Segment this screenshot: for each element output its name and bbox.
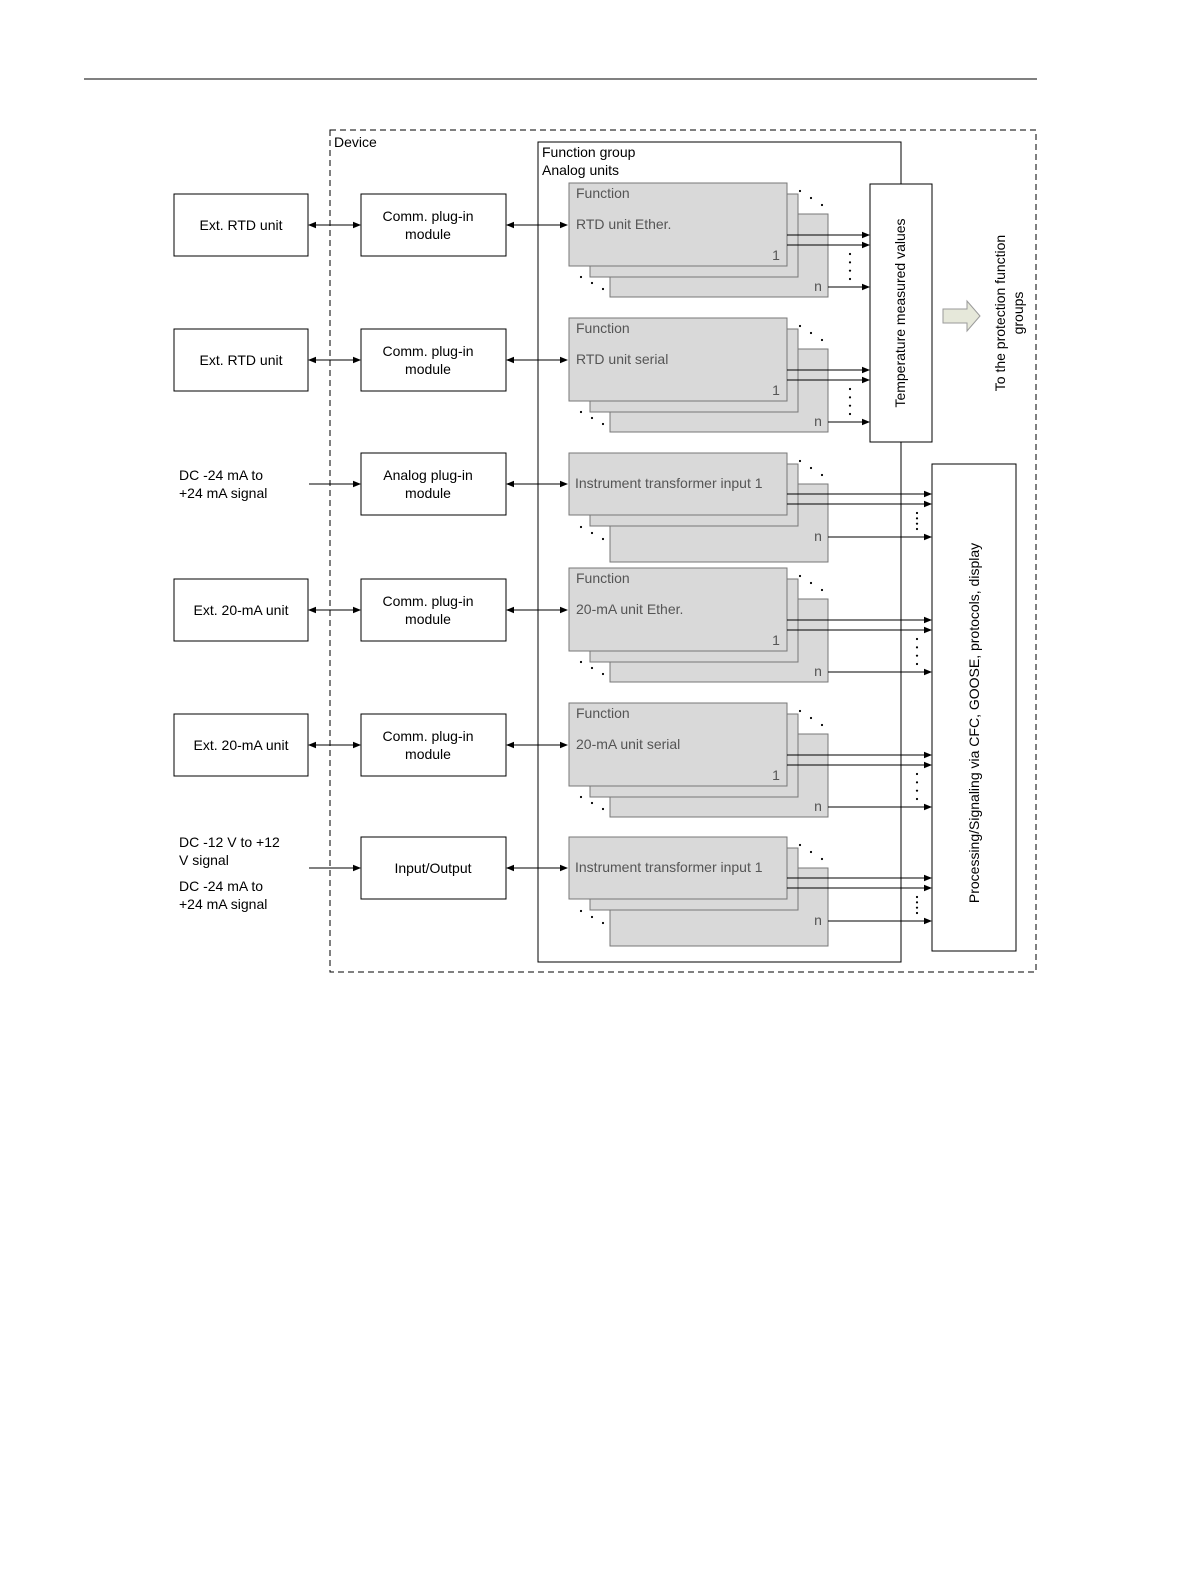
stack-dots-top [798, 459, 824, 477]
function-index-last: n [814, 413, 822, 429]
module-label: Input/Output [394, 860, 471, 876]
function-index-last: n [814, 912, 822, 928]
function-name: RTD unit serial [576, 351, 668, 367]
external-unit-box [173, 578, 309, 642]
function-header: Function [576, 320, 630, 336]
protection-arrow-icon [942, 299, 981, 333]
stack-dots-bottom [579, 275, 605, 291]
function-card-1 [568, 567, 788, 652]
function-index-last: n [814, 528, 822, 544]
module-label: module [405, 361, 451, 377]
function-name: Instrument transformer input 1 [575, 475, 763, 491]
temperature-values-box: Temperature measured values [869, 183, 933, 443]
output-dots [848, 252, 852, 281]
row-5: Ext. 20-mA unit Comm. plug-in module Functi… [173, 702, 932, 818]
signal-label: DC -24 mA to [179, 467, 263, 483]
module-label: module [405, 746, 451, 762]
row-3: DC -24 mA to +24 mA signal Analog plug-in m… [179, 452, 932, 563]
external-unit-label: Ext. RTD unit [200, 217, 283, 233]
module-label: Comm. plug-in [382, 208, 473, 224]
processing-label: Processing/Signaling via CFC, GOOSE, pro… [966, 543, 982, 903]
signal-label: +24 mA signal [179, 896, 267, 912]
processing-box: Processing/Signaling via CFC, GOOSE, pro… [931, 463, 1017, 952]
module-label: Analog plug-in [383, 467, 473, 483]
protection-label-line2: groups [1010, 292, 1026, 335]
function-card-1 [568, 182, 788, 267]
function-card-1 [568, 702, 788, 787]
external-unit-label: Ext. 20-mA unit [194, 737, 289, 753]
signal-label: DC -12 V to +12 [179, 834, 280, 850]
signal-label: DC -24 mA to [179, 878, 263, 894]
function-card-1 [568, 836, 788, 900]
function-index-first: 1 [772, 247, 780, 263]
function-index-first: 1 [772, 382, 780, 398]
function-group-subtitle: Analog units [542, 162, 619, 178]
module-label: Comm. plug-in [382, 728, 473, 744]
function-card-1 [568, 317, 788, 402]
stack-dots-top [798, 189, 824, 207]
row-4: Ext. 20-mA unit Comm. plug-in module Functi… [173, 567, 932, 683]
function-header: Function [576, 185, 630, 201]
output-dots [848, 387, 852, 416]
function-index-last: n [814, 278, 822, 294]
external-unit-box [173, 193, 309, 257]
output-dots [915, 637, 919, 666]
module-box [360, 713, 507, 777]
function-index-last: n [814, 798, 822, 814]
module-label: module [405, 226, 451, 242]
device-boundary [329, 129, 1037, 973]
row-1: Ext. RTD unit Comm. plug-in module Function… [173, 182, 870, 298]
temperature-values-label: Temperature measured values [892, 218, 908, 407]
module-label: Comm. plug-in [382, 343, 473, 359]
stack-dots-top [798, 709, 824, 727]
stack-dots-bottom [579, 525, 605, 541]
stack-dots-bottom [579, 909, 605, 925]
function-group-title: Function group [542, 144, 636, 160]
module-label: module [405, 611, 451, 627]
function-name: 20-mA unit Ether. [576, 601, 683, 617]
function-index-first: 1 [772, 632, 780, 648]
external-unit-label: Ext. RTD unit [200, 352, 283, 368]
output-dots [915, 772, 919, 801]
module-box [360, 578, 507, 642]
output-dots [915, 511, 919, 531]
module-box [360, 836, 507, 900]
module-box [360, 452, 507, 516]
stack-dots-top [798, 843, 824, 861]
function-group-box [537, 141, 902, 963]
module-label: module [405, 485, 451, 501]
stack-dots-top [798, 324, 824, 342]
module-box [360, 193, 507, 257]
stack-dots-bottom [579, 660, 605, 676]
function-index-last: n [814, 663, 822, 679]
stack-dots-bottom [579, 795, 605, 811]
function-index-first: 1 [772, 767, 780, 783]
output-dots [915, 895, 919, 915]
signal-label: V signal [179, 852, 229, 868]
protection-label-line1: To the protection function [992, 235, 1008, 391]
function-name: RTD unit Ether. [576, 216, 671, 232]
function-name: Instrument transformer input 1 [575, 859, 763, 875]
external-unit-label: Ext. 20-mA unit [194, 602, 289, 618]
function-card-1 [568, 452, 788, 516]
stack-dots-bottom [579, 410, 605, 426]
row-6: DC -12 V to +12 V signal DC -24 mA to +24 m… [179, 834, 932, 947]
function-header: Function [576, 705, 630, 721]
module-label: Comm. plug-in [382, 593, 473, 609]
signal-label: +24 mA signal [179, 485, 267, 501]
stack-dots-top [798, 574, 824, 592]
function-header: Function [576, 570, 630, 586]
row-2: Ext. RTD unit Comm. plug-in module Function… [173, 317, 870, 433]
module-box [360, 328, 507, 392]
device-label: Device [334, 134, 377, 150]
function-name: 20-mA unit serial [576, 736, 680, 752]
